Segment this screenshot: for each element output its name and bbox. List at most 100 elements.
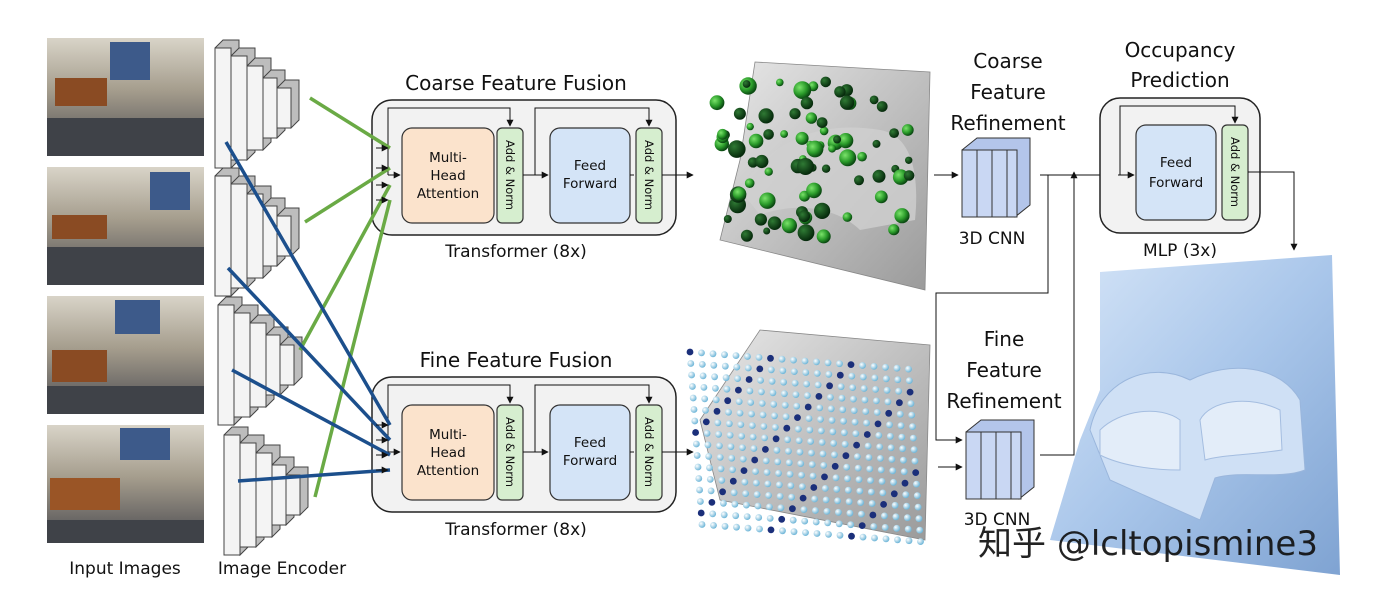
fine-point [781,390,788,398]
coarse-fusion-panel: Coarse Feature Fusion Multi- Head Attent… [371,71,694,262]
fine-point [812,518,820,526]
fine-point [747,399,755,406]
fine-point [702,418,710,426]
coarse-volume-visualization [709,61,931,291]
mha-fine-line-1: Multi- [429,427,467,443]
coarse-point [754,213,768,226]
fine-point [712,384,719,392]
fine-voxel-points [686,348,924,545]
fine-point [705,453,713,460]
fine-point [865,454,873,461]
fine-point [868,500,876,507]
fine-point [813,530,821,537]
fine-point [805,415,813,422]
fine-point [904,514,911,522]
fine-point [804,403,812,411]
fine-point [848,532,855,540]
fine-point [830,439,837,447]
fine-point [769,389,777,397]
coarse-point [733,107,746,120]
coarse-point [888,224,900,236]
fine-volume-visualization [686,329,931,545]
coarse-point [806,182,822,199]
fine-point [861,396,869,404]
fine-point [822,496,830,504]
fine-point [802,529,809,536]
fine-point [856,487,864,495]
fine-point [790,368,798,375]
fine-point [836,360,843,368]
fine-point [871,534,878,542]
fine-point [819,450,827,458]
occupancy-line-1: Occupancy [1125,38,1236,62]
fine-point [715,430,722,438]
fine-point [915,515,923,522]
input-image-1 [47,38,204,156]
fine-point [820,462,828,469]
fine-point [892,513,900,521]
fine-point [690,406,698,413]
fine-point [745,376,753,383]
fine-point [824,359,832,367]
fine-point [749,433,757,441]
fine-point [863,431,871,438]
mlp-label: MLP (3x) [1143,241,1217,261]
fine-point [863,419,870,427]
coarse-point [742,80,751,88]
fine-point [695,475,703,482]
fine-point [758,400,766,407]
coarse-point [764,167,773,176]
fine-point [812,507,819,514]
fine-point [878,478,886,485]
fine-point [801,357,809,365]
fine-point [835,520,843,528]
coarse-point [894,208,910,224]
fine-point [816,404,824,412]
fine-point [697,498,704,505]
fine-point [732,512,740,520]
fine-point [771,412,778,420]
fine-point [733,363,741,371]
coarse-point [789,108,801,120]
fine-point [810,484,818,491]
fine-point [893,364,901,372]
mlp-ff-line-2: Forward [1149,175,1203,191]
fine-point [844,486,852,494]
input-image-2 [47,167,204,285]
fine-point [888,455,896,463]
fine-point [834,497,841,505]
cnn-block-bottom [965,419,1035,500]
coarse-point [728,140,746,158]
fine-point [821,485,829,492]
fine-point [909,423,916,430]
fine-point [693,452,701,459]
fine-point [726,431,734,439]
fine-point [798,471,805,479]
fine-point [870,363,878,370]
coarse-point [709,95,725,111]
fine-point [756,365,764,373]
coarse-point [776,78,784,87]
fine-point [835,508,842,516]
coarse-refinement-line-1: Coarse [973,49,1042,73]
fine-point [694,463,702,471]
fine-point [802,369,810,376]
fine-point [733,523,740,531]
coarse-refinement-line-3: Refinement [950,111,1065,135]
fine-point [688,371,695,379]
fine-point [885,409,893,417]
fine-point [738,432,745,440]
fine-point [786,470,794,478]
fine-point [761,434,768,442]
fine-point [737,421,745,428]
fine-point [913,492,921,499]
fine-point [851,418,859,426]
fine-point [773,446,781,454]
fine-point [826,382,833,390]
coarse-refinement-line-2: Feature [970,80,1046,104]
fine-point [752,479,760,487]
fine-point [744,364,752,372]
fine-point [788,493,795,501]
fine-point [731,500,739,508]
fine-point [779,367,787,375]
